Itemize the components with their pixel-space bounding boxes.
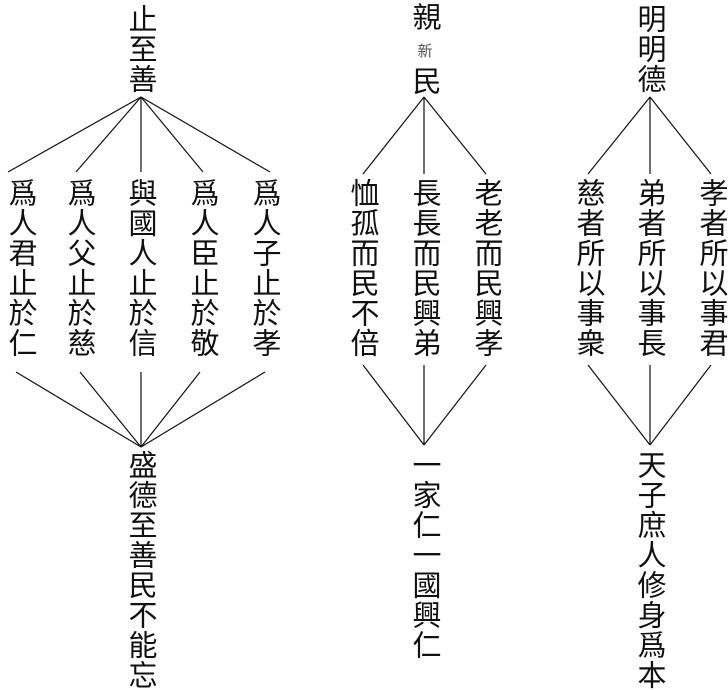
group-1-branch: 爲人父止於慈 bbox=[63, 178, 97, 358]
group-1-branch: 爲人子止於孝 bbox=[248, 178, 282, 358]
group-2-title-bottom: 民 bbox=[408, 66, 442, 96]
group-2-branch: 老老而民興孝 bbox=[470, 178, 504, 358]
group-3-branch: 慈者所以事衆 bbox=[572, 178, 606, 358]
group-1-branch: 與國人止於信 bbox=[124, 178, 158, 358]
group-3-lines bbox=[587, 96, 712, 446]
group-1-result: 盛德至善民不能忘 bbox=[124, 450, 158, 690]
group-3-title: 明明德 bbox=[633, 4, 667, 94]
group-1-branch: 爲人君止於仁 bbox=[4, 178, 38, 358]
group-2-result: 一家仁一國興仁 bbox=[408, 450, 442, 660]
group-1-title: 止至善 bbox=[124, 4, 158, 94]
group-3-branch: 孝者所以事君 bbox=[695, 178, 728, 358]
group-2-title-top: 親 bbox=[408, 2, 442, 32]
group-2-title-annotation: 新 bbox=[417, 42, 433, 60]
group-3-result: 天子庶人修身爲本 bbox=[633, 450, 667, 690]
group-1-branch: 爲人臣止於敬 bbox=[186, 178, 220, 358]
group-2-lines bbox=[362, 96, 487, 446]
group-2-branch: 長長而民興弟 bbox=[408, 178, 442, 358]
group-3-branch: 弟者所以事長 bbox=[633, 178, 667, 358]
group-1-lines bbox=[7, 96, 271, 448]
group-2-branch: 恤孤而民不倍 bbox=[346, 178, 380, 358]
